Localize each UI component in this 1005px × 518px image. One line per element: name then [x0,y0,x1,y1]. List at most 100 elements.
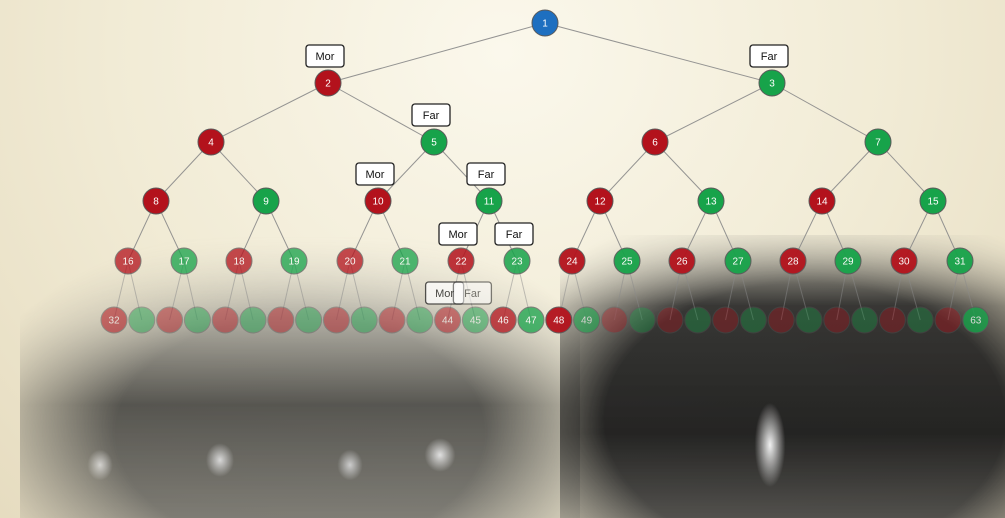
ancestor-node-number: 11 [484,197,495,208]
ancestor-node-9[interactable]: 9 [252,187,280,215]
ancestor-node-circle [197,128,225,156]
ancestor-node-19[interactable]: 19 [280,247,308,275]
ancestor-node-6[interactable]: 6 [641,128,669,156]
ancestor-node-circle [668,247,696,275]
ancestor-node-circle [517,306,545,334]
ancestor-node-49[interactable]: 49 [573,306,601,334]
ancestor-node-42[interactable] [378,306,406,334]
ancestor-node-circle [128,306,156,334]
ancestor-node-43[interactable] [406,306,434,334]
ancestor-node-10[interactable]: 10 [364,187,392,215]
background-family-photo-right [560,235,1005,518]
ancestor-node-29[interactable]: 29 [834,247,862,275]
ancestor-node-28[interactable]: 28 [779,247,807,275]
ancestor-node-circle [447,247,475,275]
ancestor-node-circle [779,247,807,275]
ancestor-node-number: 47 [525,316,537,327]
mother-tag-2: Mor [305,44,345,68]
ancestor-node-27[interactable]: 27 [724,247,752,275]
tag-label: Far [478,169,495,181]
ancestor-node-54[interactable] [712,306,740,334]
ancestor-node-33[interactable] [128,306,156,334]
tree-edge [377,141,435,202]
ancestor-node-12[interactable]: 12 [586,187,614,215]
ancestor-node-41[interactable] [350,306,378,334]
ancestor-node-57[interactable] [795,306,823,334]
ancestor-node-52[interactable] [656,306,684,334]
tag-label: Mor [449,229,468,241]
ancestor-node-44[interactable]: 44 [434,306,462,334]
ancestor-node-60[interactable] [878,306,906,334]
ancestor-node-22[interactable]: 22 [447,247,475,275]
ancestor-node-21[interactable]: 21 [391,247,419,275]
ancestor-node-8[interactable]: 8 [142,187,170,215]
ancestor-node-number: 48 [553,316,565,327]
ancestor-node-circle [322,306,350,334]
father-tag-23: Far [494,222,534,246]
ancestor-node-circle [795,306,823,334]
ancestor-node-1[interactable]: 1 [531,9,559,37]
tag-box [452,281,493,305]
ancestor-node-40[interactable] [322,306,350,334]
ancestor-node-18[interactable]: 18 [225,247,253,275]
ancestor-node-25[interactable]: 25 [613,247,641,275]
ancestor-node-62[interactable] [934,306,962,334]
ancestor-node-number: 21 [399,257,411,268]
ancestor-node-number: 30 [898,257,910,268]
ancestor-node-26[interactable]: 26 [668,247,696,275]
ancestor-node-number: 2 [325,79,331,90]
ancestor-node-39[interactable] [295,306,323,334]
ancestor-node-circle [890,247,918,275]
ancestor-node-circle [531,9,559,37]
ancestor-node-2[interactable]: 2 [314,69,342,97]
ancestor-node-58[interactable] [823,306,851,334]
ancestor-node-number: 5 [431,138,437,149]
tag-label: Mor [316,51,335,63]
ancestor-node-circle [225,247,253,275]
ancestor-node-4[interactable]: 4 [197,128,225,156]
ancestor-node-15[interactable]: 15 [919,187,947,215]
ancestor-node-7[interactable]: 7 [864,128,892,156]
ancestor-node-3[interactable]: 3 [758,69,786,97]
mother-tag-22: Mor [438,222,478,246]
ancestor-node-56[interactable] [767,306,795,334]
ancestor-node-16[interactable]: 16 [114,247,142,275]
ancestor-node-61[interactable] [906,306,934,334]
ancestor-node-14[interactable]: 14 [808,187,836,215]
ancestor-node-31[interactable]: 31 [946,247,974,275]
ancestor-node-11[interactable]: 11 [475,187,503,215]
ancestor-node-63[interactable]: 63 [962,306,990,334]
ancestor-node-circle [434,306,462,334]
ancestor-node-37[interactable] [239,306,267,334]
ancestor-node-circle [946,247,974,275]
ancestor-node-55[interactable] [739,306,767,334]
ancestor-node-13[interactable]: 13 [697,187,725,215]
ancestor-node-number: 22 [455,257,467,268]
tag-box [494,222,534,246]
ancestor-node-24[interactable]: 24 [558,247,586,275]
ancestor-node-34[interactable] [156,306,184,334]
ancestor-node-38[interactable] [267,306,295,334]
ancestor-node-20[interactable]: 20 [336,247,364,275]
ancestor-node-50[interactable] [600,306,628,334]
ancestor-node-53[interactable] [684,306,712,334]
ancestor-node-circle [919,187,947,215]
ancestor-node-59[interactable] [851,306,879,334]
tag-label: Mor [435,288,454,300]
ancestor-node-51[interactable] [628,306,656,334]
ancestor-node-5[interactable]: 5 [420,128,448,156]
ancestor-node-48[interactable]: 48 [545,306,573,334]
ancestor-node-47[interactable]: 47 [517,306,545,334]
ancestor-node-36[interactable] [211,306,239,334]
tree-edge [771,82,879,143]
ancestor-node-46[interactable]: 46 [489,306,517,334]
ancestor-node-32[interactable]: 32 [100,306,128,334]
ancestor-node-circle [808,187,836,215]
ancestor-node-number: 1 [542,19,548,30]
ancestor-node-35[interactable] [183,306,211,334]
ancestor-node-23[interactable]: 23 [503,247,531,275]
ancestor-node-17[interactable]: 17 [170,247,198,275]
tree-edges [113,22,977,321]
ancestor-node-30[interactable]: 30 [890,247,918,275]
ancestor-node-45[interactable]: 45 [461,306,489,334]
